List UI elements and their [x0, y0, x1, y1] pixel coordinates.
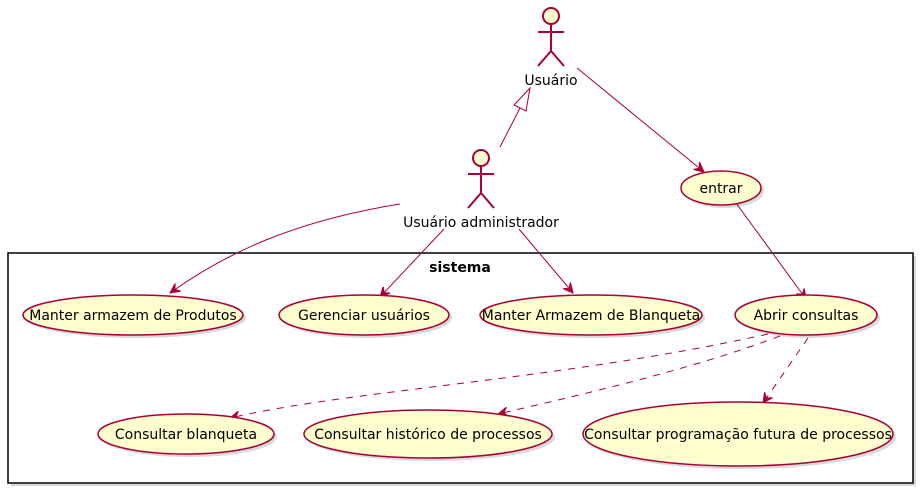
generalization-edge — [499, 107, 521, 148]
package-title: sistema — [429, 260, 491, 276]
use-case-entrar-label: entrar — [699, 181, 742, 197]
use-case-consultar-historico: Consultar histórico de processos — [303, 409, 555, 461]
use-case-consultar-programacao: Consultar programação futura de processo… — [582, 401, 896, 469]
actor-body — [467, 166, 495, 209]
actor-body — [537, 24, 565, 67]
use-case-armazem-produtos-label: Manter armazem de Produtos — [29, 308, 236, 324]
use-case-entrar: entrar — [680, 170, 764, 208]
edges — [170, 67, 809, 418]
use-case-abrir-consultas-label: Abrir consultas — [754, 308, 859, 324]
edge-admin-armazem-produtos — [170, 203, 401, 293]
actor-head — [472, 149, 490, 167]
actor-usuario-label: Usuário — [524, 73, 577, 89]
use-case-consultar-blanqueta-label: Consultar blanqueta — [115, 427, 257, 443]
actor-admin-label: Usuário administrador — [403, 215, 559, 231]
edge-usuario-entrar — [576, 67, 704, 172]
use-case-abrir-consultas: Abrir consultas — [734, 294, 880, 338]
use-case-consultar-historico-label: Consultar histórico de processos — [314, 427, 542, 443]
use-case-consultar-blanqueta: Consultar blanqueta — [97, 413, 277, 457]
use-case-armazem-blanqueta-label: Manter Armazem de Blanqueta — [482, 308, 701, 324]
use-case-gerenciar-usuarios-label: Gerenciar usuários — [298, 308, 430, 324]
generalization-arrowhead — [513, 86, 531, 112]
use-case-gerenciar-usuarios: Gerenciar usuários — [278, 294, 452, 338]
actor-head — [542, 7, 560, 25]
actor-usuario: Usuário — [524, 7, 578, 89]
edge-abrir-consultar-historico — [498, 335, 781, 414]
use-case-armazem-produtos: Manter armazem de Produtos — [22, 294, 246, 338]
actor-admin: Usuário administrador — [403, 149, 559, 231]
use-case-consultar-programacao-label: Consultar programação futura de processo… — [584, 427, 892, 443]
edge-admin-armazem-blanqueta — [518, 228, 573, 293]
edge-admin-gerenciar-usuarios — [380, 228, 445, 297]
edge-entrar-abrir-consultas — [735, 202, 806, 299]
use-case-armazem-blanqueta: Manter Armazem de Blanqueta — [479, 294, 705, 338]
edge-abrir-consultar-blanqueta — [230, 333, 769, 418]
